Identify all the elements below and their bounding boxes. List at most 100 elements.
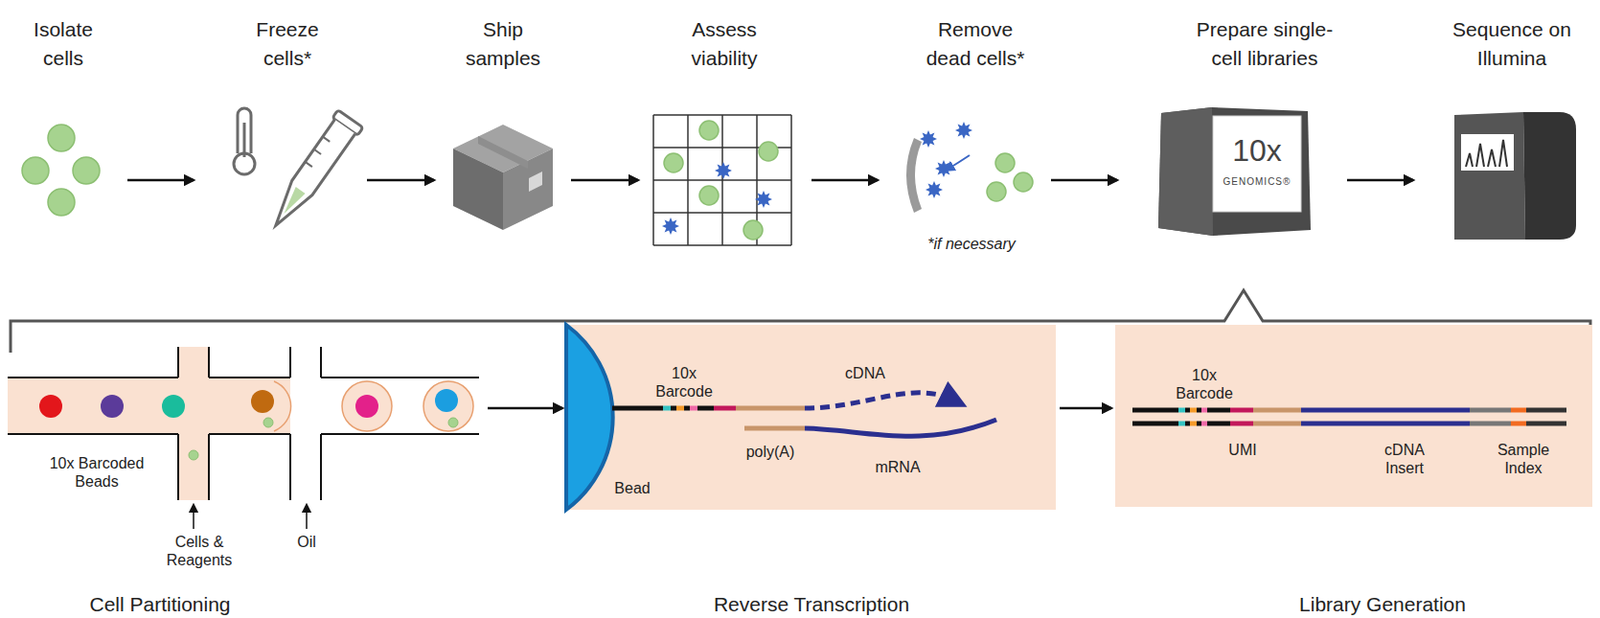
part-label: Sample Index [1488,440,1558,478]
microfluidic-chip-part-part [7,433,179,435]
microfluidic-chip [7,346,480,529]
workflow-step: Freeze cells* [197,7,364,259]
footnote: *if necessary [927,234,1016,253]
instrument-logo: 10x [1232,132,1282,169]
dead-cells [662,121,973,235]
part-label: Cells & Reagents [159,532,240,570]
microfluidic-chip-part [355,394,379,418]
library-panel-part [1132,410,1567,424]
microfluidic-chip-part [161,394,185,418]
library-panel-part-part [1196,408,1202,413]
rt-panel-part-part [689,406,698,412]
microfluidic-chip-part [188,450,199,460]
microfluidic-chip-part-part [207,434,210,501]
library-panel-part-part [1510,421,1527,427]
tube-icon [263,110,364,235]
flow-arrow [811,179,878,183]
dead-cells-part [662,217,680,235]
tube-icon-part [279,186,306,217]
microfluidic-chip-part-part [177,346,180,378]
rt-panel-part-part [744,426,805,432]
rt-panel-part-part [684,406,690,412]
library-panel-part-part [1510,408,1527,413]
sequencer-icon-part [1523,112,1577,240]
library-panel-part-part [1189,408,1197,413]
dead-cells-part [955,121,973,139]
part-label: poly(A) [746,442,796,461]
dead-cells-part [925,181,943,199]
chromium-instrument-part [1158,107,1213,236]
thermometer-icon [233,108,255,175]
removal-icon-part [995,153,1015,173]
removal-icon-part [986,182,1006,202]
dead-cells-part [754,190,773,208]
rt-panel-part-part [697,406,714,412]
microfluidic-chip-part-part [289,346,292,378]
step-heading: Prepare single-cell libraries [1187,15,1343,73]
library-panel-part-part [1230,408,1254,413]
chromium-instrument-part [1212,115,1302,212]
box-icon-part [453,148,503,230]
part-label: mRNA [874,457,920,477]
sequencer-icon-part [1461,134,1514,171]
tube-icon-part [265,119,356,233]
live-cells-part [663,153,684,173]
live-cells-part [699,185,719,206]
counting-grid-part [653,179,792,182]
library-panel-part-part [1230,421,1254,427]
microfluidic-chip-part [192,507,195,529]
part-label: Oil [297,532,317,551]
rt-panel-part-part [670,406,677,412]
microfluidic-chip-part [263,417,274,428]
library-panel-part-part [1132,408,1179,413]
library-panel-part-part [1201,421,1208,427]
library-panel-part-part [1207,408,1231,413]
panel-caption: Cell Partitioning [89,590,230,618]
panel-caption: Reverse Transcription [713,590,910,618]
microfluidic-chip-part-part [207,346,210,378]
rt-panel-part-part [804,392,955,409]
tube-icon-part [304,161,312,167]
flow-arrow [1347,179,1414,183]
microfluidic-chip-part-part [320,434,322,501]
rt-panel [566,324,1056,510]
rt-panel-part-part [676,406,685,412]
box-icon-part [502,148,553,230]
workflow-step: Assess viability [641,7,808,259]
microfluidic-chip-part [423,381,474,432]
live-cells [663,120,778,240]
library-panel-part-part [1185,421,1190,427]
rt-panel-part-part [804,419,997,436]
library-panel-part-part [1253,421,1302,427]
workflow-step: Isolate cells [7,7,124,259]
library-panel-part-part [1469,421,1511,427]
library-panel-part-part [1301,421,1470,427]
flow-arrow [127,179,194,183]
box-icon-part [478,136,528,169]
microfluidic-chip-part-part [320,433,480,435]
flow-arrow [366,179,435,183]
part-label: 10x Barcode [649,364,719,401]
microfluidic-chip-part [7,346,480,501]
sequencer-icon-part [1454,112,1526,240]
microfluidic-chip-part-part [320,346,322,378]
cell-group-part [72,157,100,184]
workflow-step: Sequence on Illumina [1417,7,1593,259]
panel-caption: Library Generation [1299,590,1466,618]
instrument-logo: GENOMICS® [1223,176,1292,188]
microfluidic-chip-part [448,417,458,428]
library-panel-part-part [1301,408,1470,413]
removal-icon-part [948,155,970,169]
step-heading: Remove dead cells* [916,15,1034,73]
step-heading: Isolate cells [24,15,102,73]
microfluidic-chip-part [274,381,292,432]
library-panel-part-part [1526,408,1567,413]
rt-panel-part [566,324,614,510]
library-panel-part-part [1196,421,1202,427]
microfluidic-chip-part-part [208,376,291,379]
microfluidic-chip-part [178,346,209,501]
counting-grid-part [653,244,792,247]
microfluidic-chip-part-part [320,376,480,379]
workflow-step: Ship samples [437,7,568,259]
